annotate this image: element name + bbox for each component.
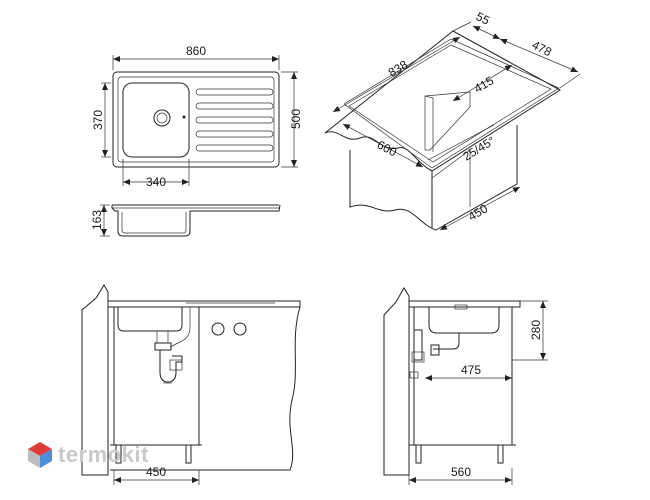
dim-475: 475 <box>461 363 481 377</box>
bowl-profile <box>111 204 281 237</box>
sink-rim-top <box>117 76 275 163</box>
siphon-right <box>414 329 423 361</box>
drain-top <box>153 109 171 127</box>
overflow-top <box>182 115 186 119</box>
dim-line-600 <box>342 123 424 168</box>
dim-340: 340 <box>146 175 166 189</box>
bowl-top <box>122 82 190 158</box>
watermark-text: termokit <box>58 442 149 467</box>
dim-600: 600 <box>375 138 400 160</box>
side-view: 163 <box>90 204 281 237</box>
brick-wall-left <box>81 284 109 476</box>
dim-line-450-iso <box>439 186 521 231</box>
dim-163: 163 <box>90 210 104 230</box>
dim-370: 370 <box>91 110 105 130</box>
bowl-right <box>428 307 500 334</box>
dim-500: 500 <box>289 109 303 129</box>
cabinet-side-left <box>110 306 301 471</box>
overflow-pipe <box>169 307 191 348</box>
dim-line-478 <box>499 38 579 73</box>
dim-560: 560 <box>451 465 471 479</box>
outlet-1 <box>211 322 225 336</box>
dim-line-838 <box>332 36 461 113</box>
dim-line-415 <box>452 64 513 102</box>
brick-wall-right <box>383 287 410 476</box>
sink-outline-top <box>112 71 280 168</box>
drain-pipe-right <box>433 333 460 350</box>
outlet-2 <box>233 322 247 336</box>
install-left-view: 450 <box>81 284 301 485</box>
isometric-view: 55 478 838 415 600 25/45° 450 <box>324 9 581 231</box>
top-view: 860 500 370 340 <box>91 44 303 189</box>
dim-478: 478 <box>530 38 554 60</box>
dim-line-corner <box>427 124 495 161</box>
cabinet-iso <box>349 125 518 231</box>
worktop <box>324 30 561 172</box>
dim-line-55 <box>472 25 501 40</box>
cube-logo-icon <box>28 442 52 468</box>
siphon-top <box>154 342 172 351</box>
drainboard-grooves <box>195 88 274 152</box>
dim-860: 860 <box>186 44 206 58</box>
dim-450-left: 450 <box>146 465 166 479</box>
dim-55: 55 <box>474 9 493 28</box>
dim-280: 280 <box>529 320 543 340</box>
siphon <box>159 350 183 383</box>
install-right-view: 280 475 560 <box>383 287 548 485</box>
bowl-left <box>117 307 183 332</box>
watermark: termokit <box>26 440 149 470</box>
